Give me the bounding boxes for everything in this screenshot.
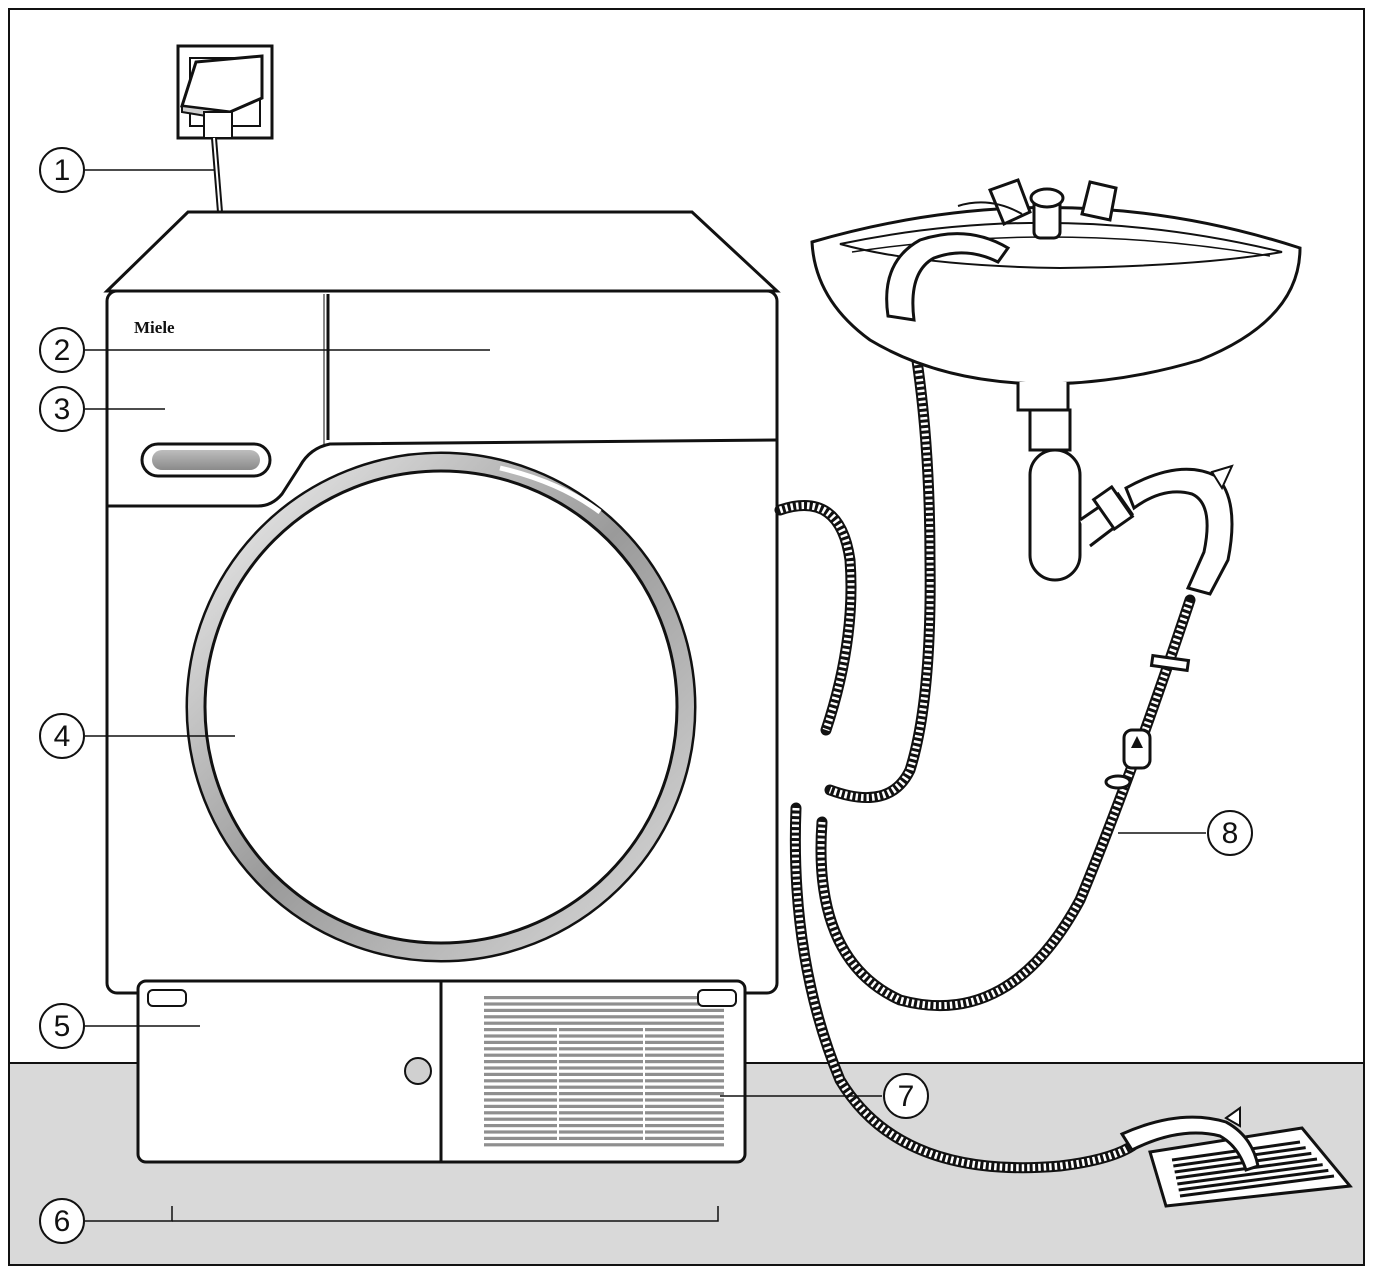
hoses: [774, 324, 1196, 1174]
foot-right: [697, 989, 737, 1007]
svg-text:3: 3: [54, 393, 71, 426]
floor-drain: [1119, 1106, 1353, 1208]
dryer-top: [103, 210, 781, 293]
svg-text:1: 1: [54, 154, 71, 187]
hose-hook-trap: [1124, 467, 1234, 596]
callout-3: 3: [39, 386, 85, 432]
foot-left: [147, 989, 187, 1007]
air-intake-grille: [484, 996, 724, 1147]
dryer: Miele: [103, 210, 781, 1164]
callout-5: 5: [39, 1003, 85, 1049]
callout-6: 6: [39, 1198, 85, 1244]
callout-4: 4: [39, 713, 85, 759]
hose-hook-sink: [885, 232, 1011, 322]
callout-7: 7: [883, 1073, 929, 1119]
svg-text:2: 2: [54, 334, 71, 367]
callout-8: 8: [1207, 810, 1253, 856]
svg-text:8: 8: [1222, 817, 1239, 850]
callout-2: 2: [39, 327, 85, 373]
door: [185, 451, 697, 963]
callout-1: 1: [39, 147, 85, 193]
callout-leaders: [85, 169, 1206, 1222]
svg-text:6: 6: [54, 1205, 71, 1238]
svg-text:7: 7: [898, 1080, 915, 1113]
power-plug: [180, 54, 264, 139]
svg-text:4: 4: [54, 720, 71, 753]
brand-logo: Miele: [134, 318, 175, 337]
flap-button: [404, 1057, 432, 1085]
svg-text:5: 5: [54, 1010, 71, 1043]
